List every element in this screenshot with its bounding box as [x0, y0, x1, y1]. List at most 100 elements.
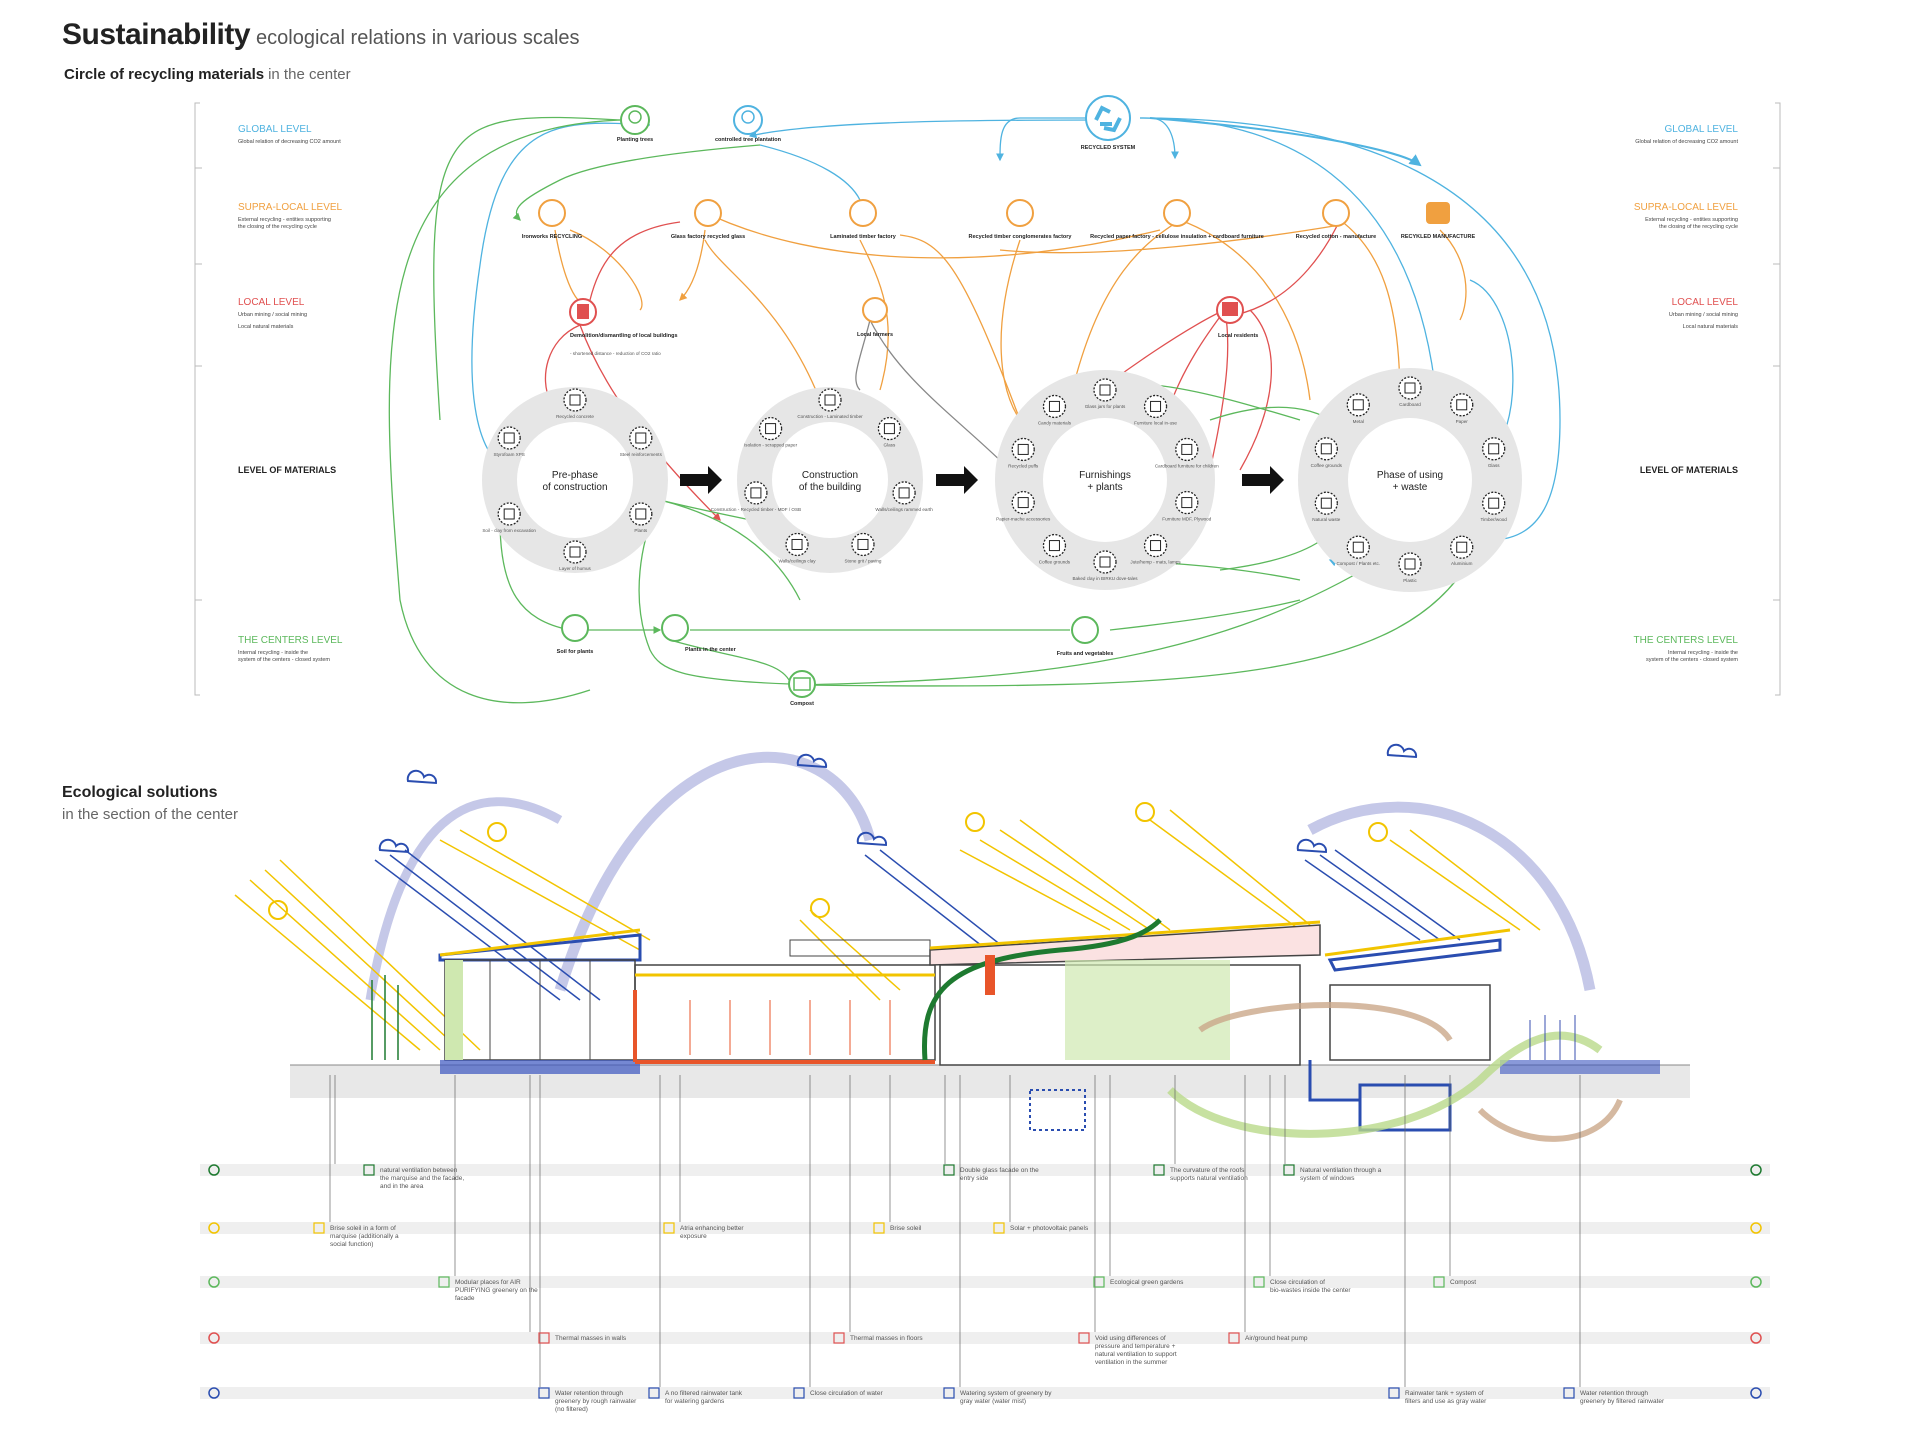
material-icon: [1093, 378, 1117, 402]
legend-entry-icon: [793, 1387, 805, 1399]
node-ironworks: Ironworks RECYCLING: [522, 234, 582, 240]
material-label: Aluminium: [1451, 561, 1473, 566]
legend-entry-text: entry side: [960, 1175, 989, 1182]
legend-entry-text: natural ventilation to support: [1095, 1351, 1177, 1358]
level-global-name-r: GLOBAL LEVEL: [1664, 124, 1738, 135]
page-title-sub: ecological relations in various scales: [256, 27, 580, 49]
material-icon: [1398, 552, 1422, 576]
legend-entry-text: PURIFYING greenery on the: [455, 1287, 538, 1294]
legend-entry-text: Ecological green gardens: [1110, 1279, 1184, 1286]
level-local-desc2: Local natural materials: [238, 324, 294, 330]
plantation-icon: [733, 105, 763, 135]
rain-icon: [1750, 1387, 1762, 1399]
legend-entry-text: Water retention through: [555, 1390, 623, 1397]
level-centers-desc1-r: Internal recycling - inside the: [1668, 650, 1738, 656]
circle-3-title1: Furnishings: [1079, 470, 1131, 481]
node-glass-factory: Glass factory recycled glass: [671, 234, 745, 240]
legend-entry-text: marquise (additionally a: [330, 1233, 399, 1240]
node-planting: Planting trees: [617, 137, 653, 143]
legend-entry-icon: [1078, 1332, 1090, 1344]
recycled-manufacture-icon: [1426, 202, 1450, 224]
legend-entry-text: Thermal masses in walls: [555, 1335, 627, 1342]
legend-entry-text: the marquise and the facade,: [380, 1175, 464, 1182]
rain-icon: [208, 1387, 220, 1399]
tree-icon: [620, 105, 650, 135]
material-label: Baked clay in BIRKU dove-tales: [1072, 576, 1138, 581]
material-label: Cardboard: [1399, 402, 1421, 407]
apple-icon: [1071, 616, 1099, 644]
wind-icon: [208, 1164, 220, 1176]
legend-entry-text: social function): [330, 1241, 373, 1248]
material-label: Construction - Recycled timber - MDF / O…: [711, 507, 801, 512]
level-materials-name: LEVEL OF MATERIALS: [238, 465, 336, 475]
material-label: Plastic: [1403, 578, 1417, 583]
level-local-desc1: Urban mining / social mining: [238, 312, 307, 318]
material-icon: [1011, 437, 1035, 462]
legend-entry-text: A no filtered rainwater tank: [665, 1390, 743, 1397]
legend-entry-text: supports natural ventilation: [1170, 1175, 1248, 1182]
material-icon: [563, 540, 587, 564]
legend-entry-text: and in the area: [380, 1183, 424, 1190]
leaf-icon: [1750, 1276, 1762, 1288]
node-laminated: Laminated timber factory: [830, 234, 897, 240]
material-label: Furniture MDF, Plywood: [1162, 517, 1211, 522]
level-frame: [194, 102, 1781, 696]
material-label: Plants: [634, 528, 647, 533]
sun-icons: [268, 802, 1388, 920]
legend-entry-icon: [943, 1164, 955, 1176]
material-label: Metal: [1353, 419, 1364, 424]
level-centers-desc1: Internal recycling - inside the: [238, 650, 308, 656]
material-icon: [785, 532, 809, 557]
material-label: Layer of humus: [559, 566, 591, 571]
legend-entry-icon: [993, 1222, 1005, 1234]
material-icon: [1450, 535, 1474, 559]
material-icon: [1175, 437, 1199, 462]
legend-entry-icon: [1388, 1387, 1400, 1399]
level-local-name: LOCAL LEVEL: [238, 297, 305, 308]
legend-entry-icon: [538, 1332, 550, 1344]
legend-entry-text: Thermal masses in floors: [850, 1335, 923, 1342]
legend-entry-text: Watering system of greenery by: [960, 1390, 1052, 1397]
node-conglomerates: Recycled timber conglomerates factory: [968, 234, 1072, 240]
legend-entry-text: Atria enhancing better: [680, 1225, 744, 1232]
legend-entry-text: Rainwater tank + system of: [1405, 1390, 1484, 1397]
legend-entry-icon: [438, 1276, 450, 1288]
material-icon: [563, 388, 587, 412]
legend-entry-icon: [1153, 1164, 1165, 1176]
level-supra-desc1: External recycling - entities supporting: [238, 217, 331, 223]
legend-entry-text: bio-wastes inside the center: [1270, 1287, 1351, 1294]
circle-2-title1: Construction: [802, 470, 858, 481]
level-local-name-r: LOCAL LEVEL: [1672, 297, 1739, 308]
legend-entry-text: Close circulation of water: [810, 1390, 883, 1397]
compost-icon: [788, 670, 816, 698]
section-illustration: [234, 743, 1690, 1142]
rain-lines: [374, 849, 1461, 1001]
material-icon: [1450, 393, 1474, 417]
circle-4-title1: Phase of using: [1377, 470, 1443, 481]
level-centers-name: THE CENTERS LEVEL: [238, 635, 343, 646]
material-icon: [1482, 491, 1506, 515]
legend-entry-icon: [538, 1387, 550, 1399]
material-label: Furniture local in-use: [1134, 420, 1177, 425]
circle-1-title2: of construction: [542, 482, 607, 493]
legend-entry-icon: [873, 1222, 885, 1234]
level-labels-right: GLOBAL LEVEL Global relation of decreasi…: [1634, 124, 1739, 663]
circle-2-title2: of the building: [799, 482, 861, 493]
legend-entry-icon: [1228, 1332, 1240, 1344]
material-icon: [877, 416, 902, 441]
legend-entry-text: Solar + photovoltaic panels: [1010, 1225, 1089, 1232]
circle-titles: Pre-phase of construction Construction o…: [542, 470, 1443, 493]
wheat-icon: [862, 297, 888, 323]
legend-entry-icon: [833, 1332, 845, 1344]
arc-2: [554, 751, 876, 992]
node-fruits: Fruits and vegetables: [1057, 651, 1114, 657]
level-supra-desc1-r: External recycling - entities supporting: [1645, 217, 1738, 223]
material-label: Recycled concrete: [556, 414, 594, 419]
level-supra-desc2-r: the closing of the recycling cycle: [1659, 224, 1738, 230]
plant-icon: [661, 614, 689, 642]
arrow-2: [936, 466, 978, 494]
level-centers-desc2-r: system of the centers - closed system: [1646, 657, 1738, 663]
